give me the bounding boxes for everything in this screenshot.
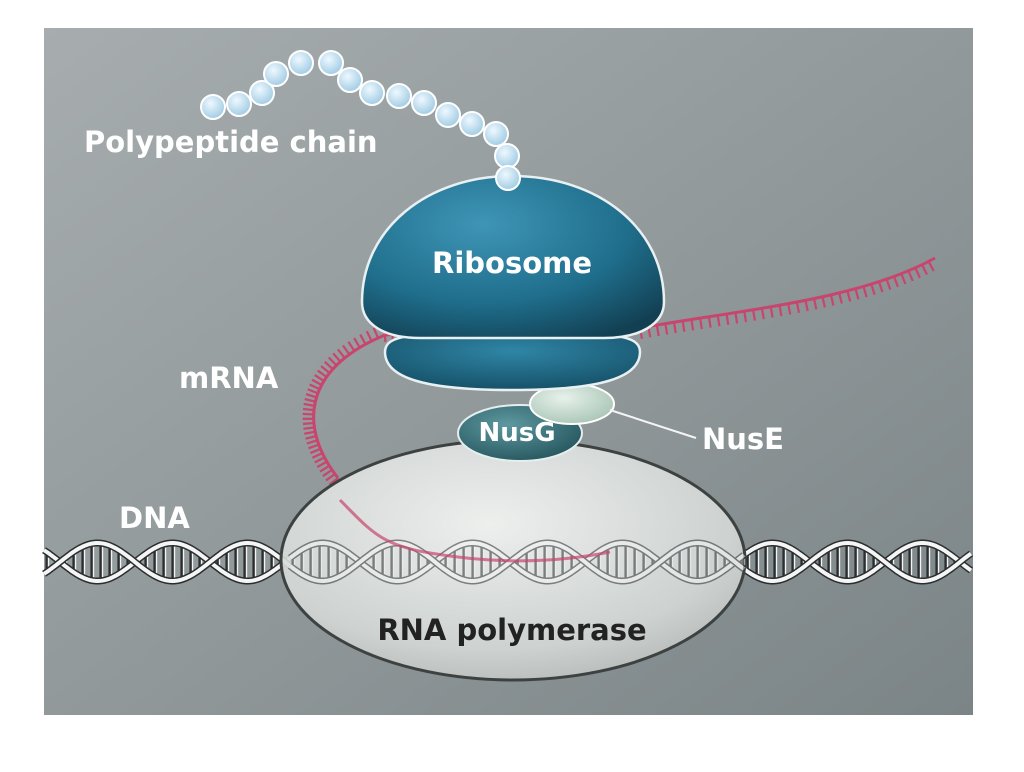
label-nusg: NusG <box>478 418 555 448</box>
amino-acid-bead <box>495 144 519 168</box>
amino-acid-bead <box>387 84 411 108</box>
label-mrna: mRNA <box>179 361 279 395</box>
amino-acid-bead <box>319 51 343 75</box>
mrna-base-tooth <box>304 427 315 428</box>
amino-acid-bead <box>201 95 225 119</box>
label-ribosome: Ribosome <box>432 246 592 280</box>
amino-acid-bead <box>227 92 251 116</box>
label-rna-polymerase: RNA polymerase <box>377 613 646 647</box>
label-polypeptide-chain: Polypeptide chain <box>84 125 378 159</box>
amino-acid-bead <box>412 91 436 115</box>
amino-acid-bead <box>460 112 484 136</box>
label-dna: DNA <box>119 501 190 535</box>
amino-acid-bead <box>289 51 313 75</box>
mrna-base-tooth <box>303 409 314 410</box>
amino-acid-bead <box>436 103 460 127</box>
label-nuse: NusE <box>702 422 784 456</box>
ribosome-small-subunit <box>385 335 640 390</box>
mrna-base-tooth <box>303 423 314 424</box>
amino-acid-bead <box>496 166 520 190</box>
amino-acid-bead <box>484 122 508 146</box>
amino-acid-bead <box>360 81 384 105</box>
amino-acid-bead <box>338 68 362 92</box>
amino-acid-bead <box>264 62 288 86</box>
mrna-base-tooth <box>303 414 314 415</box>
